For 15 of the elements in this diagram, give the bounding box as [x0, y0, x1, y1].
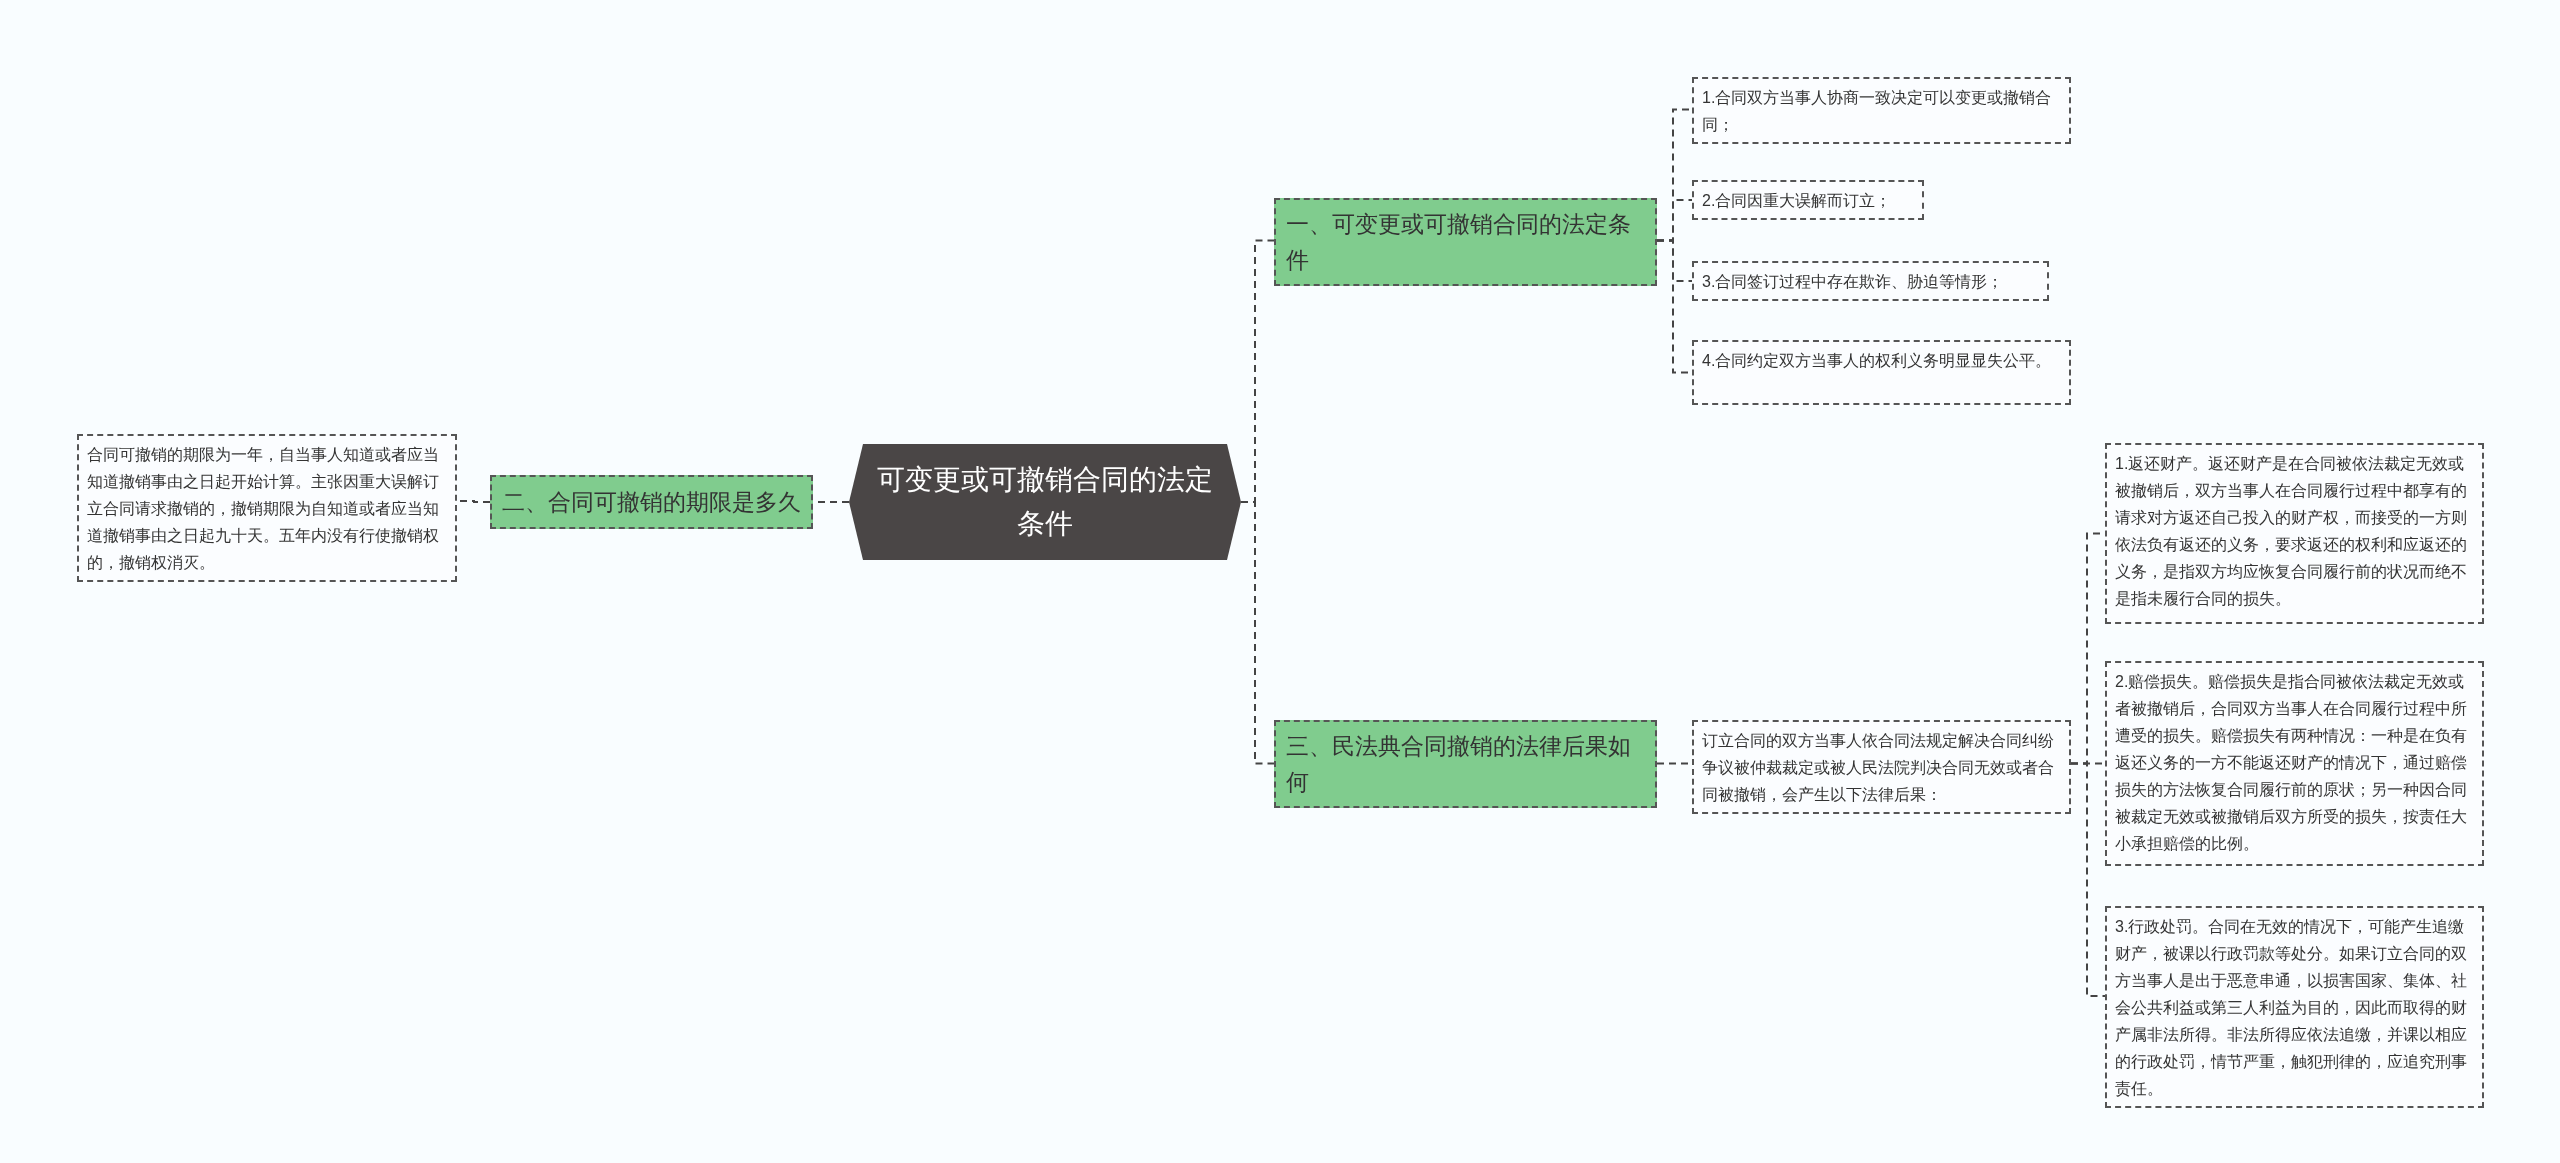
- text-box: 1.合同双方当事人协商一致决定可以变更或撤销合同；: [1692, 77, 2071, 144]
- text-box: 合同可撤销的期限为一年，自当事人知道或者应当知道撤销事由之日起开始计算。主张因重大误解订立合同请求撤销的，撤销期限为自知道或者应当知道撤销事由之日起九十天。五年内没有行使撤销权的，撤销权消灭。: [77, 434, 457, 582]
- connector-line: [1240, 501, 1275, 765]
- topic-box: 一、可变更或可撤销合同的法定条件: [1274, 198, 1657, 286]
- text-box: 订立合同的双方当事人依合同法规定解决合同纠纷争议被仲裁裁定或被人民法院判决合同无效或者合同被撤销，会产生以下法律后果：: [1692, 720, 2071, 814]
- topic-box: 三、民法典合同撤销的法律后果如何: [1274, 720, 1657, 808]
- topic-box: 二、合同可撤销的期限是多久: [490, 475, 813, 529]
- central-topic-hexagon: 可变更或可撤销合同的法定条件: [849, 444, 1241, 560]
- connector-line: [2070, 762, 2106, 997]
- text-box: 1.返还财产。返还财产是在合同被依法裁定无效或被撤销后，双方当事人在合同履行过程中都享有的请求对方返还自己投入的财产权，而接受的一方则依法负有返还的义务，要求返还的权利和应返还的义务，是指双方均应恢复合同履行前的状况而绝不是指未履行合同的损失。: [2105, 443, 2484, 624]
- text-box: 3.行政处罚。合同在无效的情况下，可能产生追缴财产，被课以行政罚款等处分。如果订立合同的双方当事人是出于恶意串通，以损害国家、集体、社会公共利益或第三人利益为目的，因此而取得的财产属非法所得。非法所得应依法追缴，并课以相应的行政处罚，情节严重，触犯刑律的，应追究刑事责任。: [2105, 906, 2484, 1108]
- text-box: 2.赔偿损失。赔偿损失是指合同被依法裁定无效或者被撤销后，合同双方当事人在合同履行过程中所遭受的损失。赔偿损失有两种情况：一种是在负有返还义务的一方不能返还财产的情况下，通过赔偿损失的方法恢复合同履行前的原状；另一种因合同被裁定无效或被撤销后双方所受的损失，按责任大小承担赔偿的比例。: [2105, 661, 2484, 866]
- text-box: 3.合同签订过程中存在欺诈、胁迫等情形；: [1692, 261, 2049, 301]
- text-box: 4.合同约定双方当事人的权利义务明显显失公平。: [1692, 340, 2071, 405]
- text-box: 2.合同因重大误解而订立；: [1692, 180, 1924, 220]
